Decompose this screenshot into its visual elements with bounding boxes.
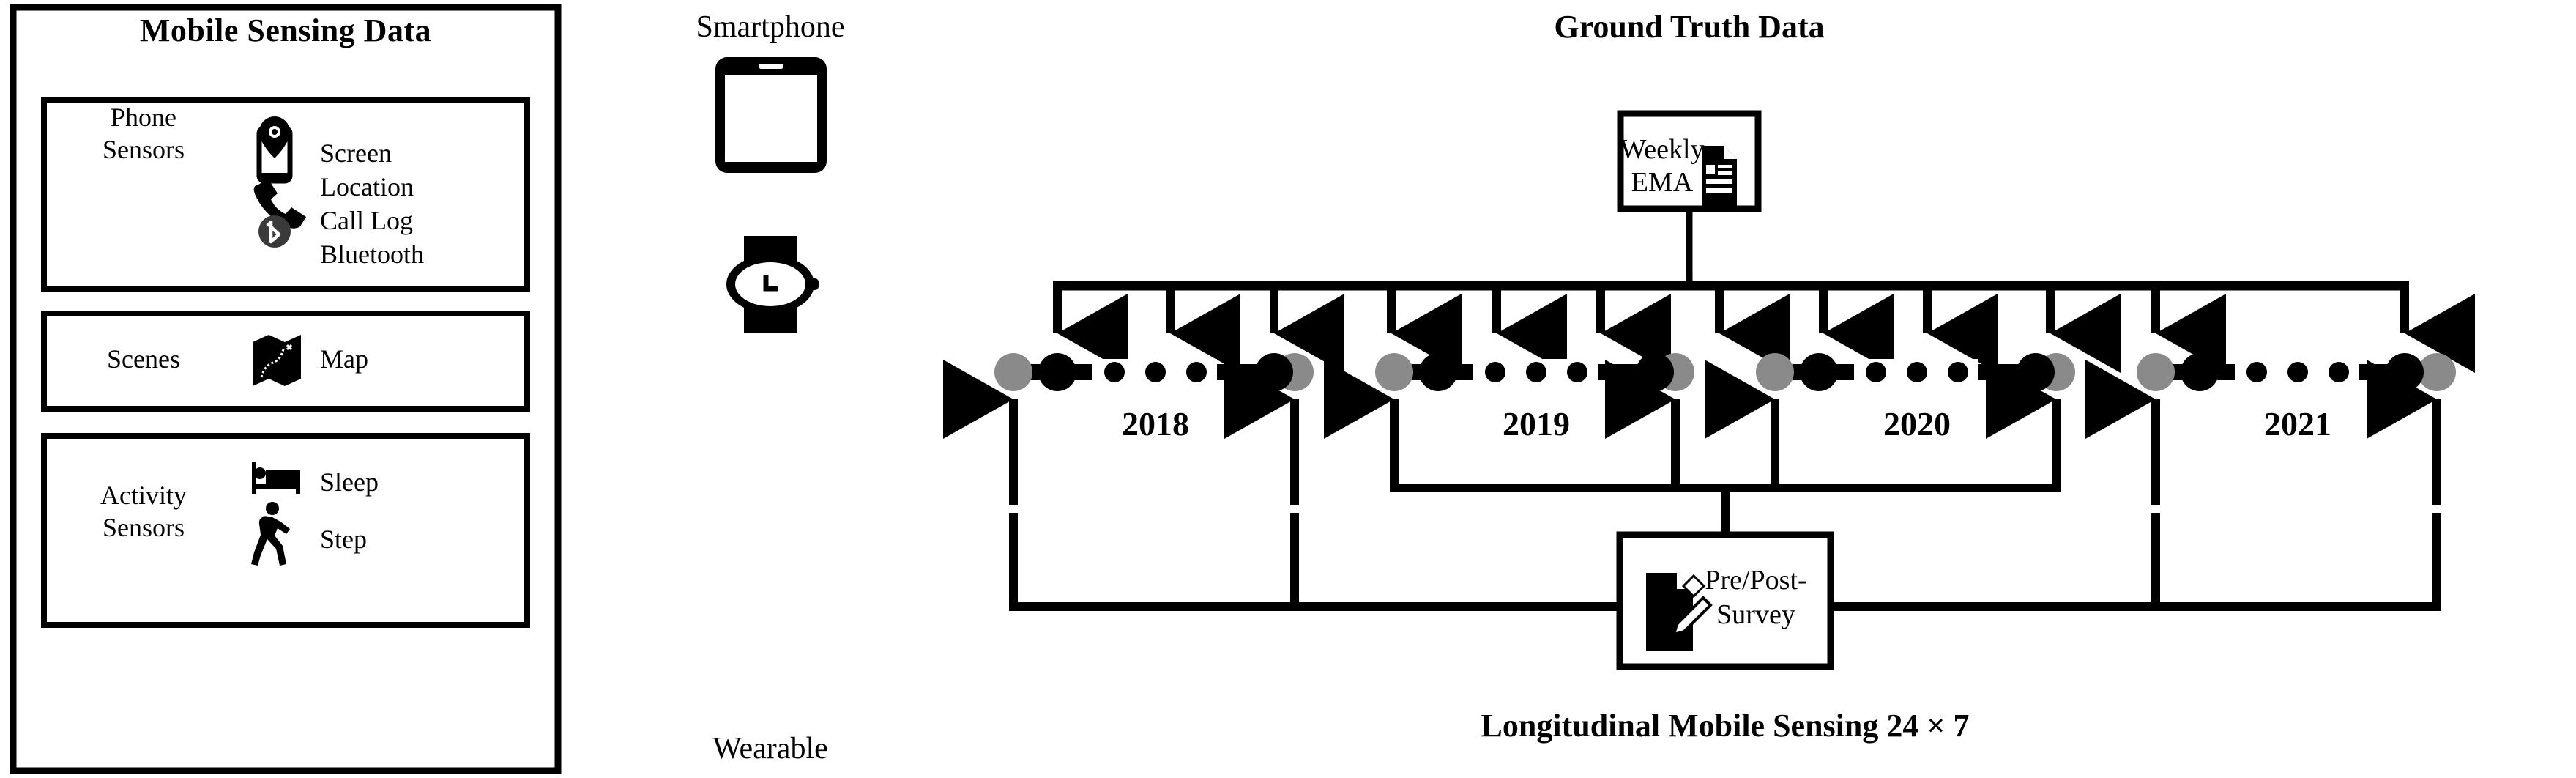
survey-inner-bus (1390, 469, 2061, 535)
bluetooth-icon (258, 215, 291, 248)
weekly-ema-label-line2: EMA (1631, 167, 1694, 198)
phone-call-icon (253, 179, 306, 229)
ground-truth-title: Ground Truth Data (1554, 9, 1825, 45)
sensor-label-bluetooth: Bluetooth (320, 240, 424, 269)
weekly-ema-box (1617, 110, 1762, 286)
weekly-ema-label-line1: Weekly (1620, 134, 1705, 165)
sensor-label-map: Map (320, 344, 368, 374)
pre-post-survey-label-line2: Survey (1716, 599, 1795, 630)
group-label-activity-sensors-line2: Sensors (102, 513, 185, 542)
timeline-year-2021: 2021 (2264, 405, 2331, 442)
device-label-wearable: Wearable (712, 732, 828, 766)
group-label-phone-sensors-line2: Sensors (102, 135, 185, 164)
device-label-smartphone: Smartphone (696, 10, 845, 44)
timeline-year-2020: 2020 (1883, 405, 1951, 442)
sensor-label-step: Step (320, 525, 368, 554)
smartphone-device-icon (715, 57, 827, 173)
document-lines-icon (1702, 146, 1737, 206)
bed-sleep-icon (252, 462, 300, 494)
pre-post-survey-label-line1: Pre/Post- (1705, 565, 1807, 596)
mobile-sensing-title: Mobile Sensing Data (139, 12, 432, 48)
group-label-activity-sensors-line1: Activity (100, 481, 187, 510)
timeline-year-2018: 2018 (1122, 405, 1189, 442)
timeline-caption: Longitudinal Mobile Sensing 24 × 7 (1481, 708, 1970, 744)
pre-post-survey-box (1616, 531, 1834, 670)
timeline-track-segments (1010, 364, 2440, 380)
ema-down-arrows (1053, 287, 2475, 373)
group-label-phone-sensors-line1: Phone (111, 103, 176, 132)
sensor-label-screen: Screen (320, 138, 392, 168)
walking-person-icon (251, 502, 290, 566)
smartwatch-device-icon (726, 236, 819, 333)
timeline-ellipsis-dots (1104, 362, 2349, 382)
location-pin-icon (259, 116, 290, 158)
sensor-label-call-log: Call Log (320, 206, 413, 235)
document-pencil-icon (1646, 573, 1713, 651)
sensor-label-sleep: Sleep (320, 467, 379, 497)
sensor-label-location: Location (320, 172, 414, 201)
group-label-scenes: Scenes (107, 344, 180, 374)
timeline-year-2019: 2019 (1503, 405, 1570, 442)
folded-map-icon (253, 335, 301, 386)
